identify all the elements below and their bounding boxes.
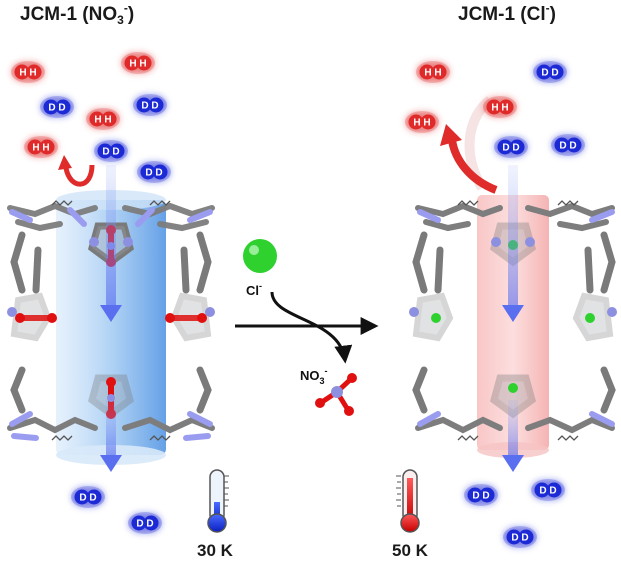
outgoing-ion-label: NO3- (300, 366, 328, 386)
deuterium-label: D D (541, 68, 558, 79)
hydrogen-label: H H (129, 59, 146, 70)
hydrogen-molecule: H H (11, 61, 45, 83)
left-title: JCM-1 (NO3-) (20, 1, 134, 27)
hydrogen-label: H H (413, 118, 430, 129)
deuterium-label: D D (511, 533, 528, 544)
deuterium-label: D D (141, 101, 158, 112)
deuterium-molecule: D D (503, 526, 537, 548)
hydrogen-label: H H (94, 115, 111, 126)
spring-icon (457, 435, 479, 441)
deuterium-molecule: D D (531, 479, 565, 501)
hydrogen-label: H H (32, 143, 49, 154)
spring-icon (51, 200, 73, 206)
cold-thermometer-icon (207, 469, 229, 533)
hydrogen-label: H H (424, 68, 441, 79)
deuterium-molecule: D D (71, 486, 105, 508)
hydrogen-molecule: H H (86, 108, 120, 130)
spring-icon (457, 200, 479, 206)
deuterium-label: D D (79, 493, 96, 504)
warm-thermometer-icon (396, 469, 420, 533)
spring-icon (149, 200, 171, 206)
hydrogen-molecule: H H (483, 96, 517, 118)
left-cage (7, 155, 215, 472)
chloride-atom (585, 313, 595, 323)
deuterium-label: D D (559, 141, 576, 152)
right-temperature: 50 K (392, 541, 429, 560)
hydrogen-molecule: H H (416, 61, 450, 83)
exchange-curve (270, 291, 353, 364)
deuterium-molecule: D D (137, 161, 171, 183)
chloride-atom (508, 383, 518, 393)
right-cage (409, 96, 617, 472)
chloride-atom (431, 313, 441, 323)
spring-icon (557, 200, 579, 206)
deuterium-label: D D (539, 486, 556, 497)
deuterium-molecule: D D (533, 61, 567, 83)
hydrogen-label: H H (491, 103, 508, 114)
hydrogen-label: H H (19, 68, 36, 79)
gas-molecules: H H H H D D D D H H H H D D D D D D D D H H D D H H H… (11, 52, 585, 548)
hydrogen-molecule: H H (121, 52, 155, 74)
chloride-ion-sphere (243, 239, 277, 273)
left-rejection-arrow (63, 164, 95, 187)
right-title: JCM-1 (Cl-) (458, 1, 556, 25)
deuterium-molecule: D D (551, 134, 585, 156)
deuterium-molecule: D D (94, 140, 128, 162)
deuterium-label: D D (102, 147, 119, 158)
deuterium-label: D D (48, 103, 65, 114)
deuterium-molecule: D D (40, 96, 74, 118)
left-channel (56, 200, 166, 455)
spring-icon (149, 435, 171, 441)
deuterium-molecule: D D (133, 94, 167, 116)
deuterium-label: D D (145, 168, 162, 179)
nitrate-molecule (315, 373, 357, 416)
spring-icon (557, 435, 579, 441)
left-temperature: 30 K (197, 541, 234, 560)
spring-icon (51, 435, 73, 441)
deuterium-label: D D (472, 491, 489, 502)
deuterium-molecule: D D (464, 484, 498, 506)
deuterium-label: D D (136, 519, 153, 530)
deuterium-molecule: D D (494, 136, 528, 158)
deuterium-molecule: D D (128, 512, 162, 534)
right-channel (477, 195, 549, 450)
deuterium-label: D D (502, 143, 519, 154)
hydrogen-molecule: H H (24, 136, 58, 158)
right-rejection-arrow (448, 139, 498, 194)
hydrogen-molecule: H H (405, 111, 439, 133)
incoming-ion-label: Cl- (246, 281, 262, 298)
anion-exchange: Cl- NO3- (235, 239, 379, 416)
